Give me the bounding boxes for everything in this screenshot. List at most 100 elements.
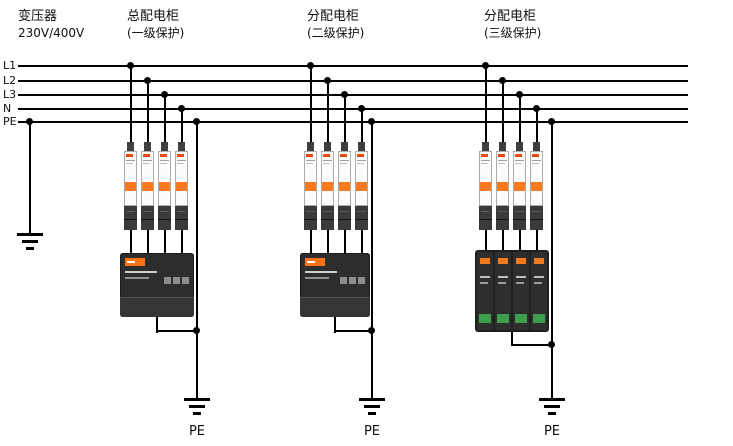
- bus-line-N: [18, 108, 688, 110]
- earth-label: PE: [363, 424, 381, 439]
- bus-line-L1: [18, 65, 688, 67]
- breaker-label-text: [143, 160, 152, 165]
- breaker-lower-section: [175, 206, 188, 230]
- junction-dot: [193, 327, 200, 334]
- earth-bar: [184, 398, 210, 401]
- breaker-label-text: [323, 160, 332, 165]
- breaker-lower-section: [304, 206, 317, 230]
- spd-brand-logo: [305, 258, 325, 266]
- breaker-logo: [532, 154, 539, 157]
- breaker-rating-band: [514, 182, 525, 191]
- drop-wire-L1: [130, 65, 132, 143]
- mcb-breaker: [530, 142, 543, 230]
- breaker-top-terminal: [341, 142, 348, 152]
- breaker-label-text: [160, 160, 169, 165]
- breaker-lower-section: [513, 206, 526, 230]
- breaker-label-text: [340, 160, 349, 165]
- breaker-spd-wire: [502, 230, 504, 250]
- cabinet-label-2: 分配电柜 (二级保护): [307, 8, 364, 42]
- breaker-body: [513, 151, 526, 206]
- drop-wire-N: [536, 108, 538, 143]
- mcb-breaker: [175, 142, 188, 230]
- junction-dot: [127, 62, 134, 69]
- drop-wire-L3: [519, 94, 521, 143]
- earth-bar: [189, 405, 205, 408]
- breaker-top-terminal: [127, 142, 134, 152]
- breaker-label-text: [357, 160, 366, 165]
- breaker-body: [175, 151, 188, 206]
- breaker-rating-band: [142, 182, 153, 191]
- bus-label-PE: PE: [3, 115, 17, 128]
- transformer-label: 变压器 230V/400V: [18, 8, 84, 42]
- drop-wire-L2: [327, 80, 329, 143]
- drop-wire-L3: [164, 94, 166, 143]
- breaker-spd-wire: [181, 230, 183, 253]
- drop-wire-L1: [485, 65, 487, 143]
- mcb-breaker: [321, 142, 334, 230]
- junction-dot: [548, 118, 555, 125]
- spd-earth-wire: [334, 330, 373, 332]
- earth-bar: [364, 405, 380, 408]
- spd-surge-protector: [300, 253, 370, 317]
- bus-line-PE: [18, 121, 688, 123]
- breaker-logo: [515, 154, 522, 157]
- breaker-rating-band: [125, 182, 136, 191]
- junction-dot: [161, 91, 168, 98]
- junction-dot: [26, 118, 33, 125]
- earth-bar: [368, 412, 376, 415]
- earth-ground-symbol: [539, 398, 565, 415]
- drop-wire-N: [361, 108, 363, 143]
- junction-dot: [144, 77, 151, 84]
- breaker-logo: [306, 154, 313, 157]
- spd-module: [513, 252, 529, 330]
- breaker-logo: [357, 154, 364, 157]
- breaker-logo: [143, 154, 150, 157]
- breaker-top-terminal: [307, 142, 314, 152]
- cabinet-1-title: 总配电柜: [127, 9, 180, 24]
- drop-wire-L2: [147, 80, 149, 143]
- breaker-lower-section: [479, 206, 492, 230]
- earth-bar: [548, 412, 556, 415]
- pe-down-conductor: [551, 121, 553, 400]
- breaker-top-terminal: [499, 142, 506, 152]
- breaker-body: [141, 151, 154, 206]
- mcb-breaker: [124, 142, 137, 230]
- drop-wire-L2: [502, 80, 504, 143]
- bus-label-N: N: [3, 102, 12, 115]
- cabinet-2-title: 分配电柜: [307, 9, 360, 24]
- bus-label-L1: L1: [3, 59, 17, 72]
- breaker-spd-wire: [147, 230, 149, 253]
- cabinet-2-subtitle: (二级保护): [307, 26, 365, 40]
- breaker-label-text: [126, 160, 135, 165]
- earth-bar: [22, 240, 38, 243]
- breaker-body: [124, 151, 137, 206]
- transformer-title: 变压器: [18, 9, 58, 24]
- breaker-logo: [323, 154, 330, 157]
- breaker-lower-section: [530, 206, 543, 230]
- junction-dot: [482, 62, 489, 69]
- drop-wire-L1: [310, 65, 312, 143]
- breaker-label-text: [515, 160, 524, 165]
- earth-ground-symbol: [184, 398, 210, 415]
- breaker-spd-wire: [519, 230, 521, 250]
- breaker-logo: [481, 154, 488, 157]
- breaker-body: [479, 151, 492, 206]
- breaker-lower-section: [496, 206, 509, 230]
- breaker-rating-band: [480, 182, 491, 191]
- breaker-spd-wire: [164, 230, 166, 253]
- breaker-logo: [498, 154, 505, 157]
- drop-wire-N: [181, 108, 183, 143]
- earth-bar: [544, 405, 560, 408]
- breaker-body: [338, 151, 351, 206]
- transformer-earth-conductor: [29, 121, 31, 233]
- cabinet-label-1: 总配电柜 (一级保护): [127, 8, 184, 42]
- junction-dot: [341, 91, 348, 98]
- breaker-rating-band: [497, 182, 508, 191]
- mcb-breaker: [304, 142, 317, 230]
- breaker-spd-wire: [361, 230, 363, 253]
- junction-dot: [178, 105, 185, 112]
- spd-earth-wire: [511, 344, 553, 346]
- breaker-label-text: [481, 160, 490, 165]
- spd-earth-wire: [334, 317, 336, 333]
